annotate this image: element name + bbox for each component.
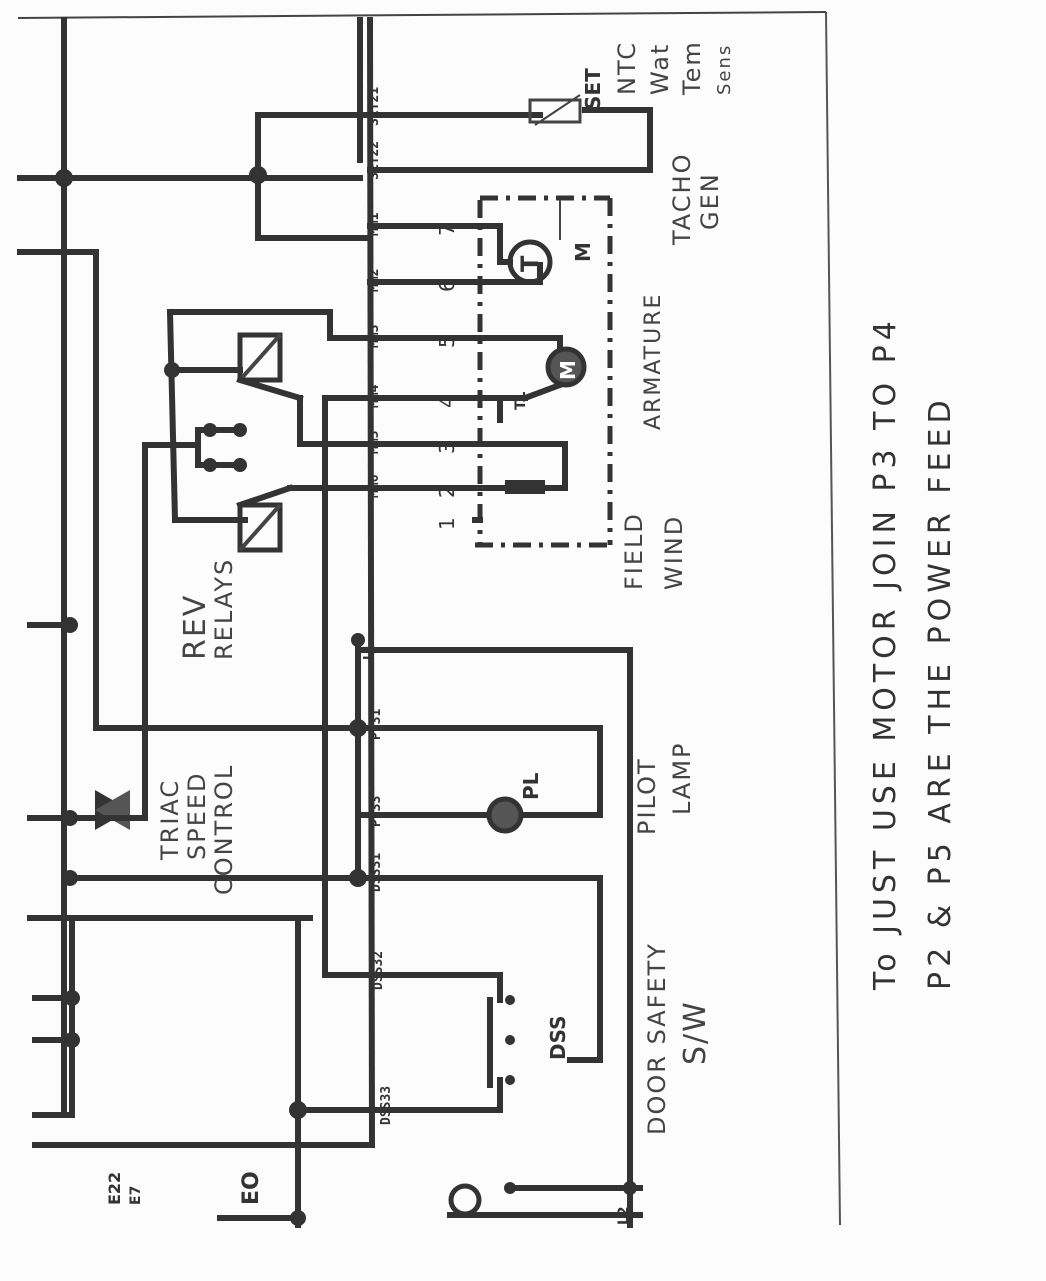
wire-label-set21: SET21 [367,87,382,126]
wire-label-dss33: DSS33 [379,1086,394,1125]
dss-label: DSS [546,1015,570,1060]
motor-frame-label: M [571,242,595,262]
instruction-note: To JUST USE MOTOR JOIN P3 TO P4 P2 & P5 … [868,316,958,991]
terminal-2: 2 [435,485,459,498]
tacho-generator [497,223,553,285]
armature [521,346,587,402]
triac-symbol [61,790,148,830]
terminal-1: 1 [435,517,459,530]
armature-symbol-m: M [556,360,580,380]
wire-label-mm3: MM3 [367,325,382,348]
door-line-1: DOOR SAFETY [643,942,671,1135]
terminal-7: 7 [435,223,459,236]
terminal-l1-label: L1 [361,644,375,660]
wire-label-pl31: PL31 [369,709,384,740]
triac-line-2: SPEED [183,771,211,860]
terminal-3: 3 [435,441,459,454]
door-safety-circuit [61,875,603,1113]
wire-label-mm4: MM4 [367,384,382,408]
terminal-6: 6 [435,279,459,292]
top-border-line [17,11,827,19]
field-line-2: WIND [660,515,688,590]
wire-label-dss31: DSS31 [369,853,384,892]
junction-nodes [55,166,637,1226]
pilot-lamp-bulb [486,796,524,834]
set-label: SET [581,68,605,110]
tacho-symbol-t: T [516,255,544,272]
wire-label-mm6: MM6 [367,474,382,498]
triac-line-3: CONTROL [210,764,238,895]
note-margin-line [825,11,841,1226]
motor-terminal-wires [287,223,568,491]
code-e7: E7 [128,1186,144,1205]
armature-circle [545,346,587,388]
wire-label-mm1: MM1 [367,212,382,236]
terminal-numbers: 7 6 5 4 3 2 1 [435,223,459,530]
tacho-line-1: TACHO [668,153,696,247]
field-line-1: FIELD [620,512,648,590]
pilot-line-2: LAMP [668,741,696,815]
ntc-line-4: Sens [714,44,735,95]
ntc-line-3: Tem [678,40,706,96]
terminal-eo [448,1183,482,1217]
tacho-line-2: GEN [696,172,724,230]
terminal-5: 5 [435,335,459,348]
rev-line-2: RELAYS [210,558,238,660]
wire-label-mm2: MM2 [367,269,382,292]
wire-label-pl33: PL33 [369,796,384,827]
tl-label: TL [513,391,529,410]
ntc-sensor-circuit [255,94,653,241]
ntc-line-1: NTC [613,41,641,95]
code-l2: L2 [616,1206,632,1225]
terminal-4: 4 [435,395,459,408]
code-eo: EO [239,1171,264,1205]
code-e22: E22 [105,1172,124,1205]
rev-line-1: REV [178,594,213,660]
field-winding [472,480,545,523]
wire-label-mm5: MM5 [367,431,382,454]
pilot-lamp-circuit [93,637,633,1228]
door-line-2: S/W [678,1000,713,1065]
armature-label: ARMATURE [641,293,666,430]
ntc-line-2: Wat [646,43,674,95]
triac-line-1: TRIAC [156,779,184,861]
bus-lines [17,16,376,1228]
handwritten-annotations: NTC Wat Tem Sens TACHO GEN ARMATURE FIEL… [156,40,735,1135]
bottom-feed [32,915,643,1221]
motor-enclosure [475,195,613,548]
component-markers: SET T M M TL PL DSS L1 E22 E7 EO L2 [105,68,632,1225]
wire-label-dss32: DSS32 [371,951,386,990]
note-line-2: P2 & P5 ARE THE POWER FEED [923,395,958,990]
wire-label-group: SET21 SET22 MM1 MM2 MM3 MM4 MM5 MM6 PL31… [367,87,394,1125]
pilot-lamp-label: PL [519,772,543,800]
note-line-1: To JUST USE MOTOR JOIN P3 TO P4 [868,316,903,991]
pilot-line-1: PILOT [633,757,661,835]
wire-label-set22: SET22 [367,141,382,180]
